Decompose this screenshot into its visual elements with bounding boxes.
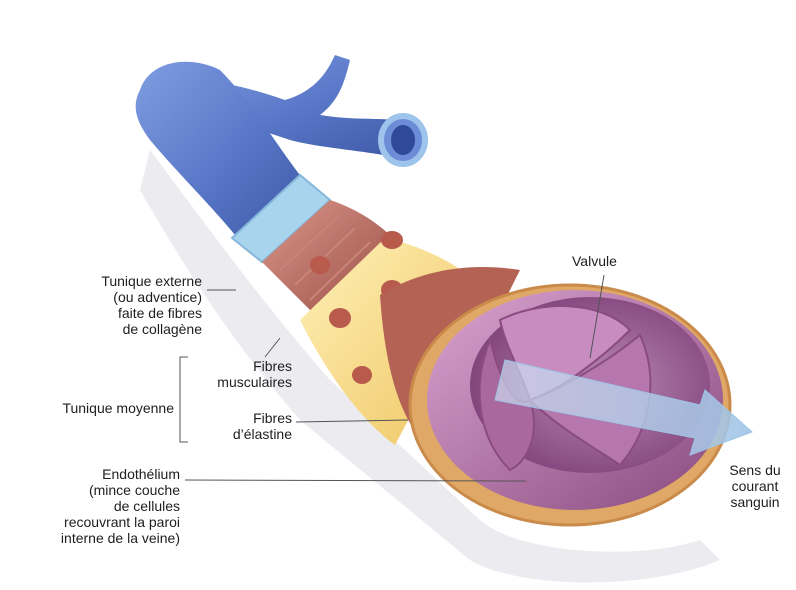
label-valvule: Valvule bbox=[572, 253, 652, 269]
elastin-hole bbox=[310, 256, 330, 274]
label-tunique-externe: Tunique externe (ou adventice) faite de … bbox=[20, 273, 202, 337]
label-line: (mince couche bbox=[10, 482, 180, 498]
label-line: Valvule bbox=[572, 253, 652, 269]
label-line: Sens du bbox=[715, 462, 795, 478]
label-line: d’élastine bbox=[200, 426, 292, 442]
label-line: de cellules bbox=[10, 498, 180, 514]
label-line: courant bbox=[715, 478, 795, 494]
label-line: Fibres bbox=[200, 410, 292, 426]
tunique-moyenne-bracket bbox=[180, 357, 188, 442]
label-line: de collagène bbox=[20, 321, 202, 337]
elastin-hole bbox=[352, 366, 372, 384]
label-line: Endothélium bbox=[10, 466, 180, 482]
branch-lumen bbox=[391, 125, 415, 155]
label-endothelium: Endothélium (mince couche de cellules re… bbox=[10, 466, 180, 546]
label-sens-courant: Sens du courant sanguin bbox=[715, 462, 795, 510]
label-line: Tunique externe bbox=[20, 273, 202, 289]
label-line: sanguin bbox=[715, 494, 795, 510]
label-fibres-elastine: Fibres d’élastine bbox=[200, 410, 292, 442]
elastin-hole bbox=[381, 231, 403, 249]
label-line: (ou adventice) bbox=[20, 289, 202, 305]
label-tunique-moyenne: Tunique moyenne bbox=[24, 400, 174, 416]
label-line: interne de la veine) bbox=[10, 530, 180, 546]
label-line: Fibres bbox=[200, 358, 292, 374]
label-line: musculaires bbox=[200, 374, 292, 390]
label-line: recouvrant la paroi bbox=[10, 514, 180, 530]
label-line: Tunique moyenne bbox=[24, 400, 174, 416]
label-fibres-musculaires: Fibres musculaires bbox=[200, 358, 292, 390]
elastin-hole bbox=[329, 308, 351, 328]
label-line: faite de fibres bbox=[20, 305, 202, 321]
